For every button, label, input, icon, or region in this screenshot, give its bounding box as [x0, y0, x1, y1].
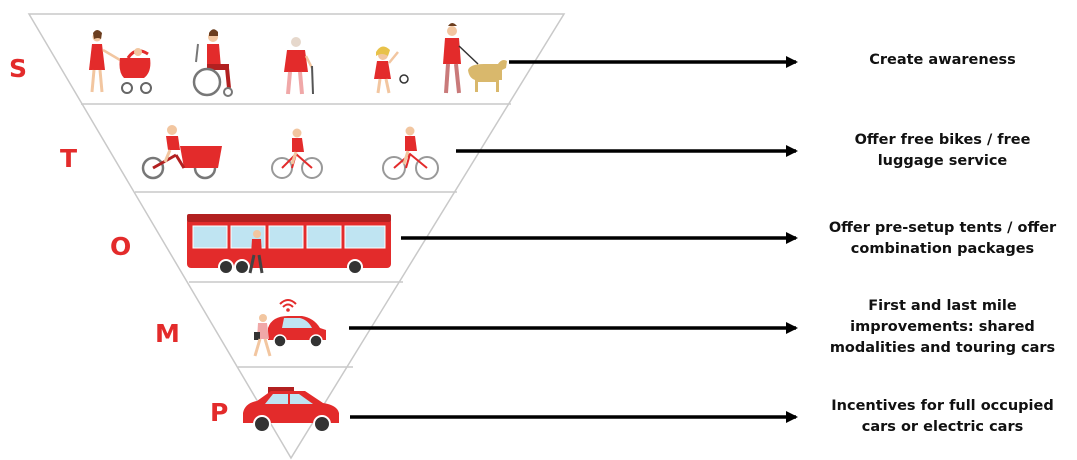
level-label-p: Incentives for full occupied cars or ele… [800, 396, 1077, 438]
cyclist-icon [382, 126, 439, 180]
level-letter-m: M [155, 319, 180, 348]
label-line: Offer pre-setup tents / offer [828, 220, 1057, 236]
private-car-icon [243, 387, 339, 433]
label-line: First and last mile [868, 298, 1017, 314]
person-walking-icon [253, 314, 272, 357]
cargo-bike-icon [141, 125, 222, 180]
level-letter-s: S [9, 54, 28, 83]
person-with-guide-dog-icon [443, 23, 507, 94]
label-line: luggage service [877, 153, 1008, 170]
shared-car-icon [268, 316, 326, 348]
level-label-t: Offer free bikes / free luggage service [800, 130, 1077, 172]
wheelchair-user-icon [192, 29, 233, 97]
bus-icon [187, 214, 391, 275]
label-line: modalities and touring cars [829, 340, 1056, 357]
cyclist-icon [271, 128, 323, 179]
elderly-walker-icon [284, 37, 314, 95]
level-letter-o: O [110, 232, 132, 261]
level-letter-t: T [60, 144, 78, 173]
child-with-ball-icon [374, 46, 409, 94]
wifi-icon [279, 299, 297, 312]
level-label-o: Offer pre-setup tents / offer combinatio… [800, 218, 1077, 260]
label-line: improvements: shared [850, 319, 1035, 336]
pedestrian-with-stroller-icon [89, 30, 152, 94]
label-line: combination packages [850, 241, 1035, 258]
level-letter-p: P [210, 398, 229, 427]
level-label-s: Create awareness [800, 50, 1077, 71]
label-line: cars or electric cars [861, 419, 1024, 436]
label-line: Offer free bikes / free [854, 132, 1031, 148]
label-line: Incentives for full occupied [831, 398, 1054, 414]
funnel-outline [27, 13, 566, 460]
level-label-m: First and last mile improvements: shared… [800, 296, 1077, 359]
bus-passenger-icon [248, 230, 264, 274]
label-line: Create awareness [869, 52, 1016, 68]
